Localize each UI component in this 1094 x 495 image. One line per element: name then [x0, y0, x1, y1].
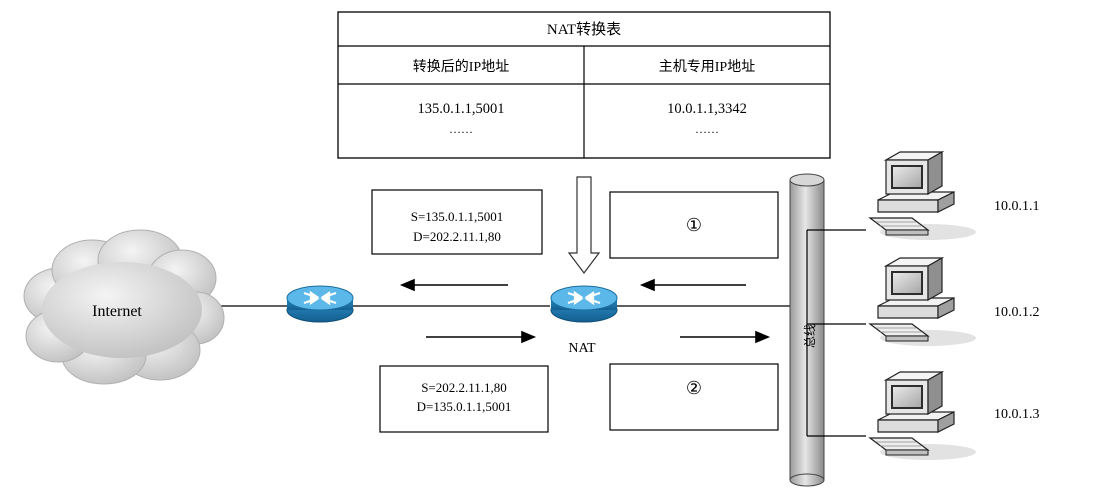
packet-outbound-dest: D=202.2.11.1,80: [413, 229, 501, 244]
host-ip-2: 10.0.1.2: [994, 305, 1040, 320]
internet-cloud: Internet: [23, 229, 225, 385]
packet-inbound-source: S=202.2.11.1,80: [421, 380, 507, 395]
router-icon: [285, 284, 355, 324]
nat-table-title: NAT转换表: [547, 21, 621, 38]
arrow-right-nat-head: [755, 330, 771, 344]
packet-inbound-dest: D=135.0.1.1,5001: [417, 399, 512, 414]
nat-table-cell-translated: 135.0.1.1,5001: [418, 101, 505, 117]
arrow-left-upper-head: [399, 278, 415, 292]
packet-outbound-translated: S=135.0.1.1,5001 D=202.2.11.1,80: [371, 189, 543, 255]
packet-marker-2: ②: [686, 378, 702, 398]
host-computer-icon-3: [869, 371, 977, 461]
packet-inbound-translated: ②: [609, 363, 779, 431]
arrow-left-nat-head: [639, 278, 655, 292]
host-ip-3: 10.0.1.3: [994, 407, 1040, 422]
nat-table: NAT转换表 转换后的IP地址 主机专用IP地址 135.0.1.1,5001 …: [337, 11, 831, 159]
host-computer-icon-2: [869, 257, 977, 347]
bus-label: 总线: [803, 324, 817, 348]
host-computer-icon-1: [869, 151, 977, 241]
nat-table-header-private: 主机专用IP地址: [659, 59, 755, 75]
arrow-right-lower-head: [521, 330, 537, 344]
nat-table-cell-private: 10.0.1.1,3342: [667, 101, 747, 117]
nat-table-cell-ellipsis-right: ……: [695, 122, 719, 136]
nat-table-cell-ellipsis-left: ……: [449, 122, 473, 136]
packet-outbound-original: ①: [609, 191, 779, 259]
packet-inbound-original: S=202.2.11.1,80 D=135.0.1.1,5001: [379, 365, 549, 433]
internet-label: Internet: [92, 303, 142, 320]
nat-table-header-translated: 转换后的IP地址: [413, 58, 509, 75]
table-lookup-arrow: [567, 176, 601, 274]
nat-router-icon: [549, 284, 619, 324]
nat-label: NAT: [568, 341, 596, 356]
packet-marker-1: ①: [686, 215, 702, 235]
packet-outbound-source: S=135.0.1.1,5001: [411, 209, 504, 224]
host-ip-1: 10.0.1.1: [994, 199, 1040, 214]
